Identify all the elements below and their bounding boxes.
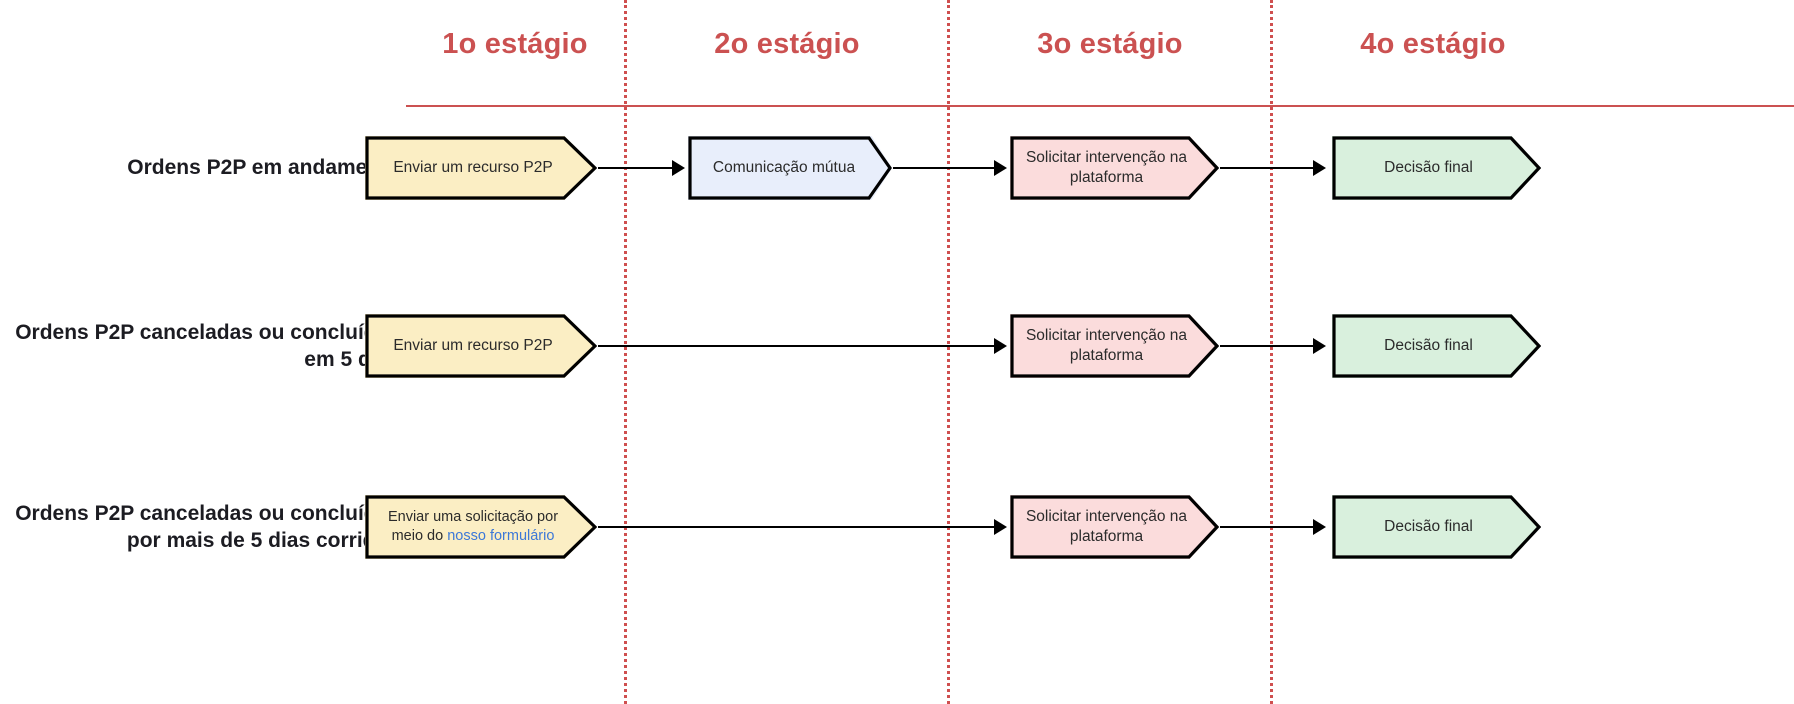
- row-label-3-line2: por mais de 5 dias corridos: [126, 528, 400, 552]
- arrowhead-row2-1: [994, 338, 1007, 354]
- node-row2-stage4[interactable]: Decisão final: [1332, 314, 1541, 378]
- node-row1-stage3[interactable]: Solicitar intervenção na plataforma: [1010, 136, 1219, 200]
- stage-header-2: 2o estágio: [714, 28, 860, 60]
- header-underline: [406, 105, 1794, 107]
- arrowhead-row3-2: [1313, 519, 1326, 535]
- arrowhead-row2-2: [1313, 338, 1326, 354]
- connector-row3-1: [598, 526, 996, 528]
- node-row2-stage3-label: Solicitar intervenção na plataforma: [1025, 326, 1188, 364]
- node-row1-stage3-label: Solicitar intervenção na plataforma: [1025, 148, 1188, 186]
- arrowhead-row1-2: [994, 160, 1007, 176]
- column-divider-3: [1270, 0, 1273, 704]
- arrowhead-row3-1: [994, 519, 1007, 535]
- connector-row1-1: [598, 167, 674, 169]
- connector-row1-3: [1220, 167, 1315, 169]
- column-divider-2: [947, 0, 950, 704]
- node-row1-stage2-label: Comunicação mútua: [712, 158, 856, 176]
- node-row3-stage1-label: Enviar uma solicitação por meio do nosso…: [375, 508, 571, 546]
- stage-header-4: 4o estágio: [1360, 28, 1506, 60]
- node-row2-stage1-label: Enviar um recurso P2P: [393, 336, 553, 354]
- row-label-2: Ordens P2P canceladas ou concluídas em 5…: [0, 320, 400, 374]
- node-row2-stage4-label: Decisão final: [1384, 336, 1473, 354]
- arrowhead-row1-3: [1313, 160, 1326, 176]
- node-row2-stage1[interactable]: Enviar um recurso P2P: [365, 314, 597, 378]
- arrowhead-row1-1: [672, 160, 685, 176]
- node-row3-stage3[interactable]: Solicitar intervenção na plataforma: [1010, 495, 1219, 559]
- node-row3-stage3-label: Solicitar intervenção na plataforma: [1025, 507, 1188, 545]
- row-label-2-line1: Ordens P2P canceladas ou concluídas: [15, 321, 400, 344]
- connector-row3-2: [1220, 526, 1315, 528]
- row-label-1-line1: Ordens P2P em andamento: [127, 156, 400, 179]
- node-row3-stage4[interactable]: Decisão final: [1332, 495, 1541, 559]
- row-label-3: Ordens P2P canceladas ou concluídas por …: [0, 501, 400, 555]
- stage-header-3: 3o estágio: [1037, 28, 1183, 60]
- node-row3-stage4-label: Decisão final: [1384, 517, 1473, 535]
- column-divider-1: [624, 0, 627, 704]
- connector-row2-1: [598, 345, 996, 347]
- node-row1-stage1[interactable]: Enviar um recurso P2P: [365, 136, 597, 200]
- row-label-1: Ordens P2P em andamento: [0, 155, 400, 182]
- nosso-formulario-link[interactable]: nosso formulário: [447, 528, 555, 544]
- node-row1-stage2[interactable]: Comunicação mútua: [688, 136, 892, 200]
- stage-header-1: 1o estágio: [442, 28, 588, 60]
- node-row1-stage1-label: Enviar um recurso P2P: [393, 158, 553, 176]
- node-row2-stage3[interactable]: Solicitar intervenção na plataforma: [1010, 314, 1219, 378]
- node-row1-stage4-label: Decisão final: [1384, 158, 1473, 176]
- node-row3-stage1[interactable]: Enviar uma solicitação por meio do nosso…: [365, 495, 597, 559]
- node-row1-stage4[interactable]: Decisão final: [1332, 136, 1541, 200]
- connector-row2-2: [1220, 345, 1315, 347]
- connector-row1-2: [893, 167, 996, 169]
- row-label-3-line1: Ordens P2P canceladas ou concluídas: [15, 502, 400, 525]
